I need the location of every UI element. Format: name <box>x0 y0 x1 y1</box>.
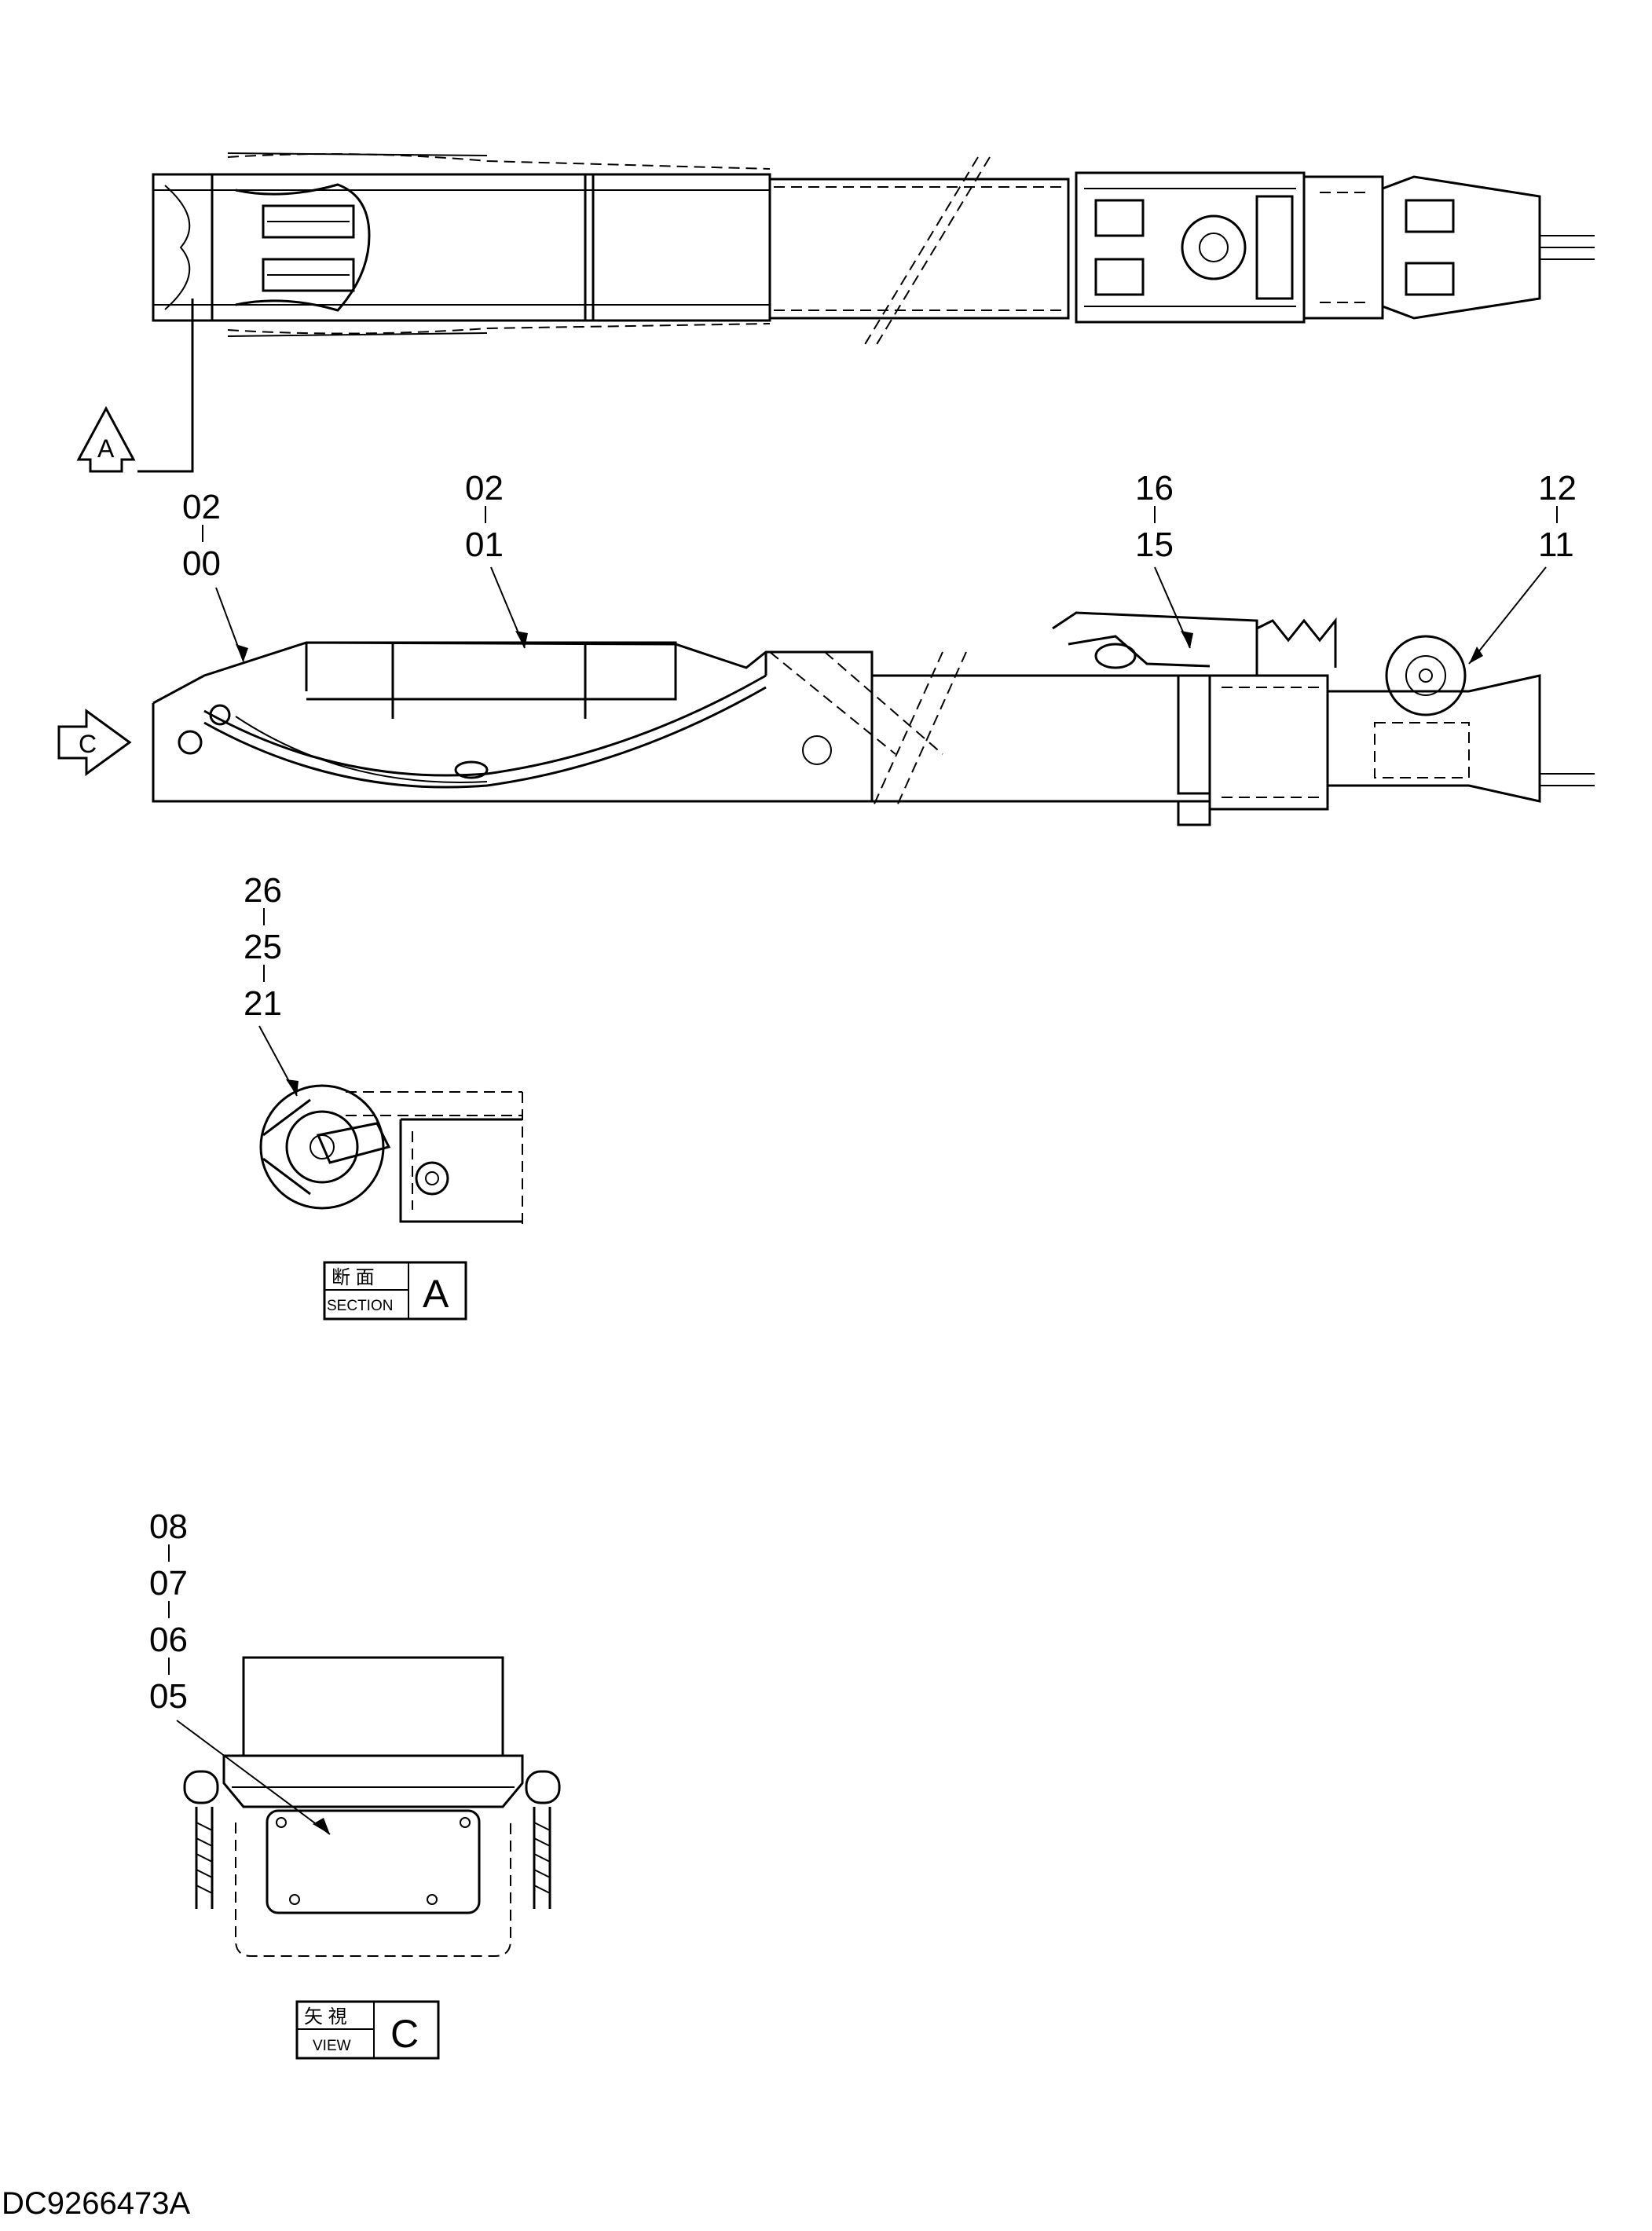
callout-16: 16 <box>1135 469 1174 507</box>
section-a-detail: 26 25 21 断 面 SECTION A <box>244 871 523 1321</box>
callout-06: 06 <box>149 1621 188 1659</box>
callout-25: 25 <box>244 928 282 966</box>
callout-00: 00 <box>182 544 221 583</box>
top-view <box>137 152 1595 473</box>
callout-12: 12 <box>1538 469 1577 507</box>
callout-15: 15 <box>1135 526 1174 564</box>
callout-07: 07 <box>149 1564 188 1603</box>
callout-02: 02 <box>465 469 504 507</box>
callout-05: 05 <box>149 1677 188 1716</box>
callout-08: 08 <box>149 1507 188 1546</box>
section-a-arrow-letter: A <box>97 434 115 463</box>
section-a-arrow-marker: A <box>76 405 136 473</box>
view-label-letter: C <box>390 2012 419 2056</box>
view-c-arrow-letter: C <box>79 730 97 758</box>
callout-01: 01 <box>465 526 504 564</box>
callout-12-11: 12 11 <box>1468 469 1577 665</box>
callout-02: 02 <box>182 488 221 526</box>
callout-21: 21 <box>244 984 282 1023</box>
side-view <box>152 611 1595 826</box>
view-c-detail: 08 07 06 05 矢 視 VIEW C <box>149 1507 561 2060</box>
view-c-arrow-marker: C <box>57 709 132 776</box>
section-label-en: SECTION <box>327 1298 393 1314</box>
view-label-jp: 矢 視 <box>304 2006 347 2028</box>
section-label-jp: 断 面 <box>331 1267 375 1288</box>
callout-02-00: 02 00 <box>182 488 248 662</box>
view-label-en: VIEW <box>313 2038 351 2054</box>
callout-26: 26 <box>244 871 282 910</box>
callout-16-15: 16 15 <box>1135 469 1193 649</box>
callout-11: 11 <box>1538 526 1574 564</box>
document-number: DC9266473A <box>2 2186 190 2221</box>
callout-02-01: 02 01 <box>465 469 528 649</box>
section-label-letter: A <box>423 1272 449 1316</box>
